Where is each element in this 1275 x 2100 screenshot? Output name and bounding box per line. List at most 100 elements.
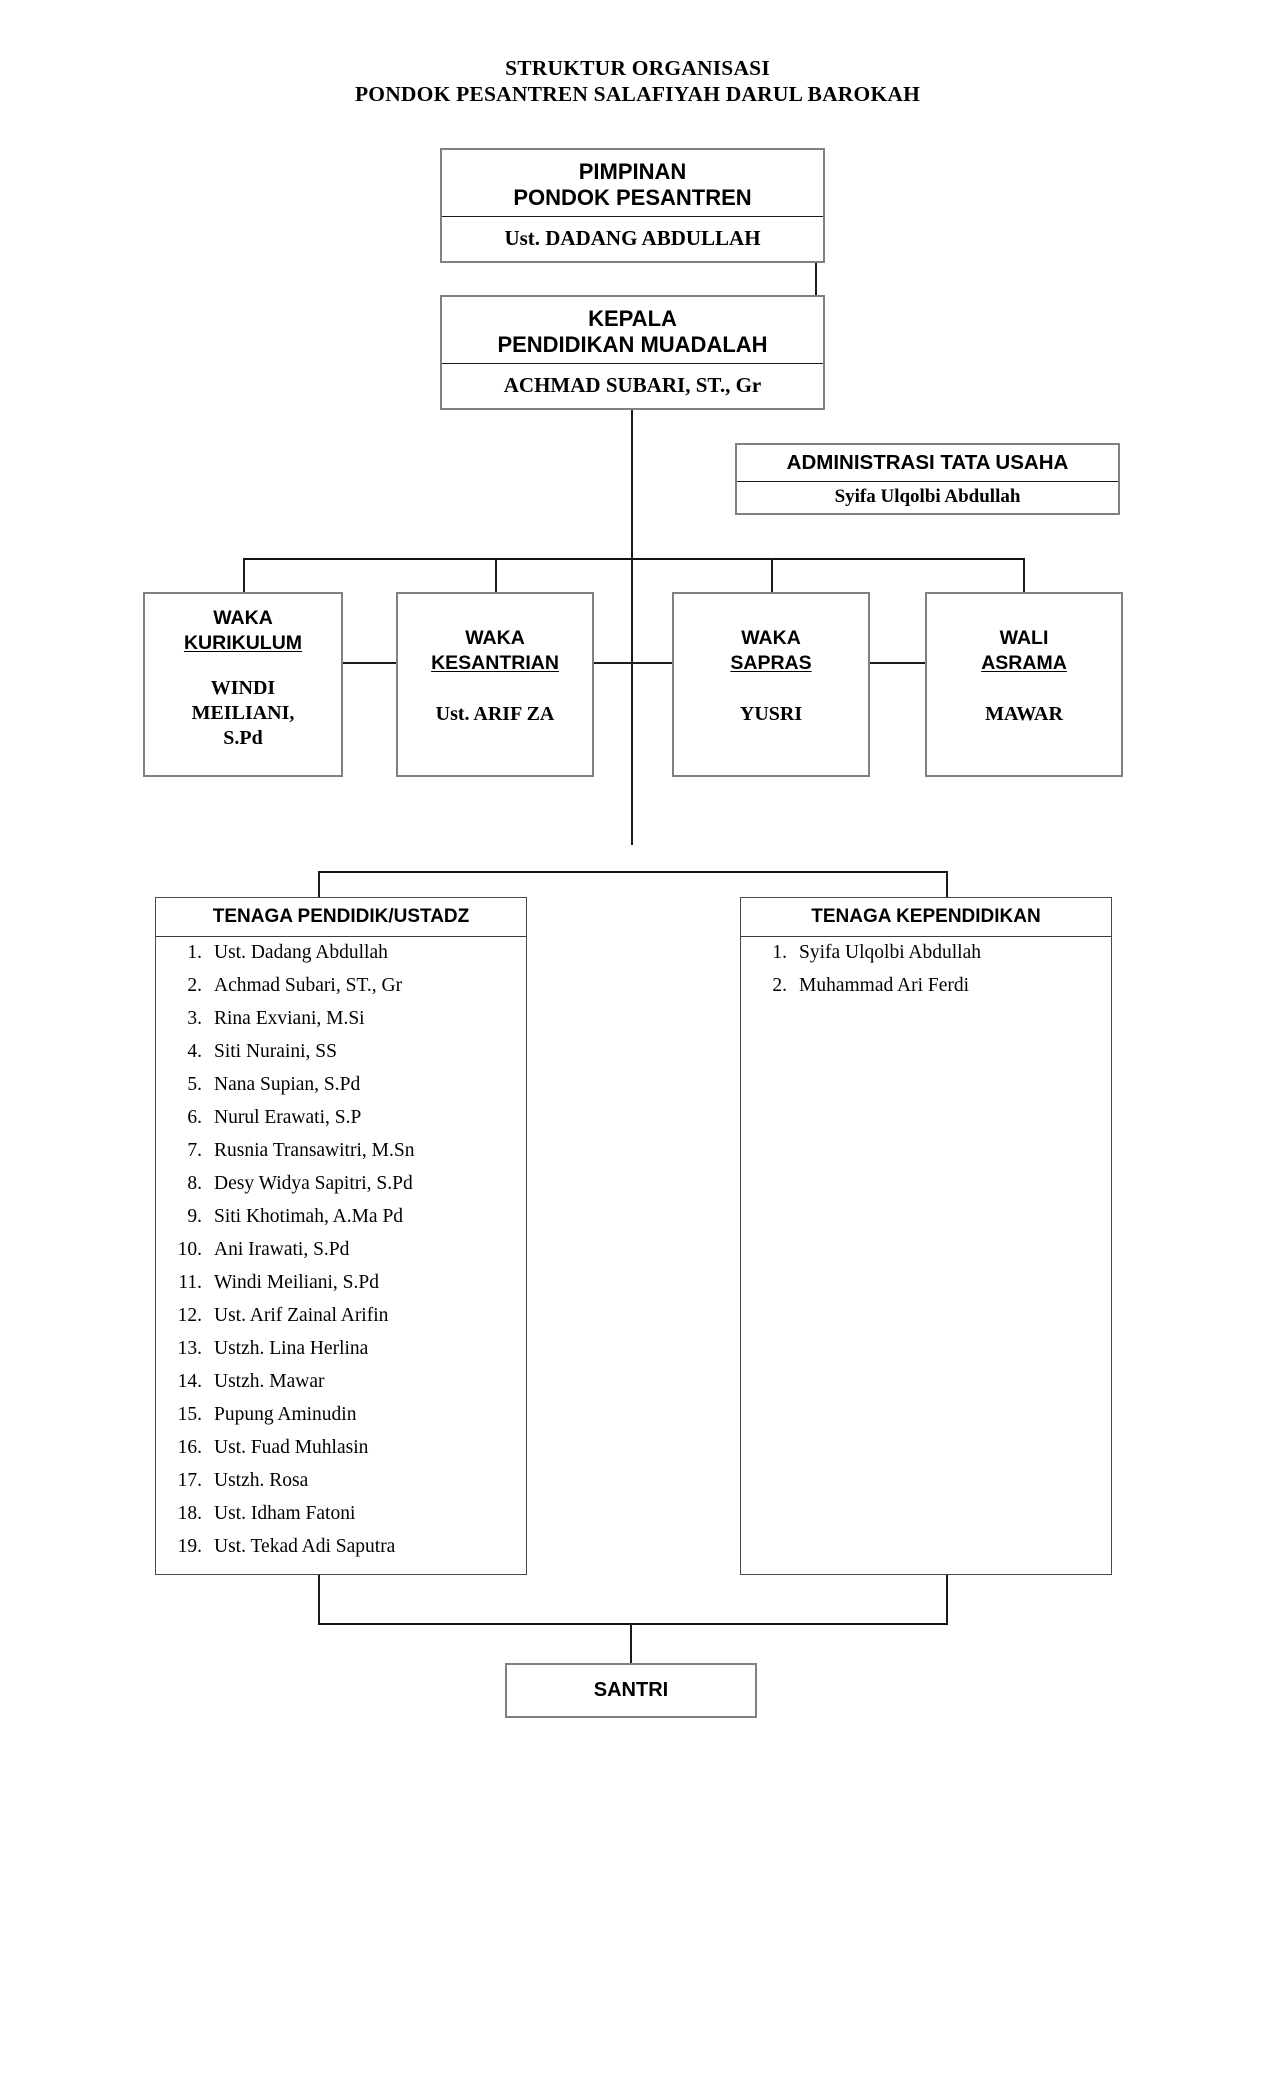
node-wali-asrama-person: MAWAR — [985, 702, 1063, 727]
node-waka-kesantrian-role: WAKA KESANTRIAN — [431, 626, 559, 676]
node-pimpinan-person: Ust. DADANG ABDULLAH — [442, 216, 823, 261]
page-title: STRUKTUR ORGANISASI PONDOK PESANTREN SAL… — [0, 55, 1275, 107]
connector-waka-bar — [243, 558, 1025, 561]
connector-panels-bar — [318, 871, 948, 874]
connector-kependidikan-drop — [946, 871, 949, 899]
list-item: 18. Ust. Idham Fatoni — [156, 1504, 526, 1537]
list-item-number: 9. — [187, 1206, 202, 1227]
node-waka-sapras-person: YUSRI — [740, 702, 802, 727]
node-waka-kurikulum[interactable]: WAKA KURIKULUM WINDI MEILIANI, S.Pd — [143, 592, 343, 777]
list-item-name: Desy Widya Sapitri, S.Pd — [214, 1173, 413, 1194]
list-item-name: Muhammad Ari Ferdi — [799, 975, 970, 996]
list-item: 7. Rusnia Transawitri, M.Sn — [156, 1141, 526, 1174]
list-item-number: 7. — [187, 1140, 202, 1161]
list-item-name: Rina Exviani, M.Si — [214, 1008, 365, 1029]
list-item-number: 8. — [187, 1173, 202, 1194]
node-waka-kurikulum-person-line2: MEILIANI, — [191, 701, 295, 724]
node-wali-asrama-role: WALI ASRAMA — [981, 626, 1067, 676]
list-item-name: Windi Meiliani, S.Pd — [214, 1272, 379, 1293]
list-item-number: 1. — [772, 942, 787, 963]
node-waka-sapras-role-line2: SAPRAS — [730, 651, 812, 674]
list-item-name: Ust. Arif Zainal Arifin — [214, 1305, 389, 1326]
node-santri[interactable]: SANTRI — [505, 1663, 757, 1718]
node-pimpinan-role-line2: PONDOK PESANTREN — [513, 185, 752, 210]
list-item: 19. Ust. Tekad Adi Saputra — [156, 1537, 526, 1570]
list-item-number: 18. — [177, 1503, 202, 1524]
node-santri-label: SANTRI — [593, 1679, 669, 1701]
list-item-name: Achmad Subari, ST., Gr — [214, 975, 403, 996]
node-waka-sapras-role: WAKA SAPRAS — [730, 626, 811, 676]
list-item-number: 2. — [187, 975, 202, 996]
list-item: 8. Desy Widya Sapitri, S.Pd — [156, 1174, 526, 1207]
node-administrasi-tata-usaha[interactable]: ADMINISTRASI TATA USAHA Syifa Ulqolbi Ab… — [735, 443, 1120, 515]
node-administrasi-person: Syifa Ulqolbi Abdullah — [737, 481, 1118, 513]
list-item-number: 14. — [177, 1371, 202, 1392]
list-item: 2. Achmad Subari, ST., Gr — [156, 976, 526, 1009]
connector-waka-kesantrian-drop — [495, 558, 498, 594]
list-item: 1. Syifa Ulqolbi Abdullah — [741, 943, 1111, 976]
connector-waka-sapras-drop — [771, 558, 774, 594]
node-wali-asrama[interactable]: WALI ASRAMA MAWAR — [925, 592, 1123, 777]
node-waka-kesantrian-role-line1: WAKA — [465, 627, 525, 649]
list-item-name: Siti Khotimah, A.Ma Pd — [214, 1206, 404, 1227]
list-item-name: Rusnia Transawitri, M.Sn — [214, 1140, 415, 1161]
node-wali-asrama-role-line2: ASRAMA — [981, 651, 1067, 674]
node-wali-asrama-person-line1: MAWAR — [985, 702, 1063, 725]
panel-tenaga-kependidikan-header: TENAGA KEPENDIDIKAN — [741, 898, 1111, 937]
list-item: 3. Rina Exviani, M.Si — [156, 1009, 526, 1042]
list-item-number: 5. — [187, 1074, 202, 1095]
node-waka-sapras-person-line1: YUSRI — [739, 702, 803, 725]
node-pimpinan-role: PIMPINAN PONDOK PESANTREN — [442, 150, 823, 216]
list-item-number: 19. — [177, 1536, 202, 1557]
node-kepala-pendidikan[interactable]: KEPALA PENDIDIKAN MUADALAH ACHMAD SUBARI… — [440, 295, 825, 410]
list-item-number: 12. — [177, 1305, 202, 1326]
node-kepala-role: KEPALA PENDIDIKAN MUADALAH — [442, 297, 823, 363]
list-item: 4. Siti Nuraini, SS — [156, 1042, 526, 1075]
node-waka-kesantrian[interactable]: WAKA KESANTRIAN Ust. ARIF ZA — [396, 592, 594, 777]
panel-tenaga-pendidik-header: TENAGA PENDIDIK/USTADZ — [156, 898, 526, 937]
connector-pimpinan-kepala — [815, 263, 818, 297]
list-item-name: Ustzh. Lina Herlina — [214, 1338, 369, 1359]
list-item-name: Syifa Ulqolbi Abdullah — [799, 942, 981, 963]
node-kepala-role-line2: PENDIDIKAN MUADALAH — [497, 332, 768, 357]
list-item-number: 17. — [177, 1470, 202, 1491]
connector-santri-drop — [630, 1623, 633, 1665]
connector-waka-kurikulum-drop — [243, 558, 246, 594]
list-item: 14.Ustzh. Mawar — [156, 1372, 526, 1405]
list-item-number: 15. — [177, 1404, 202, 1425]
node-waka-kurikulum-person-line3: S.Pd — [223, 726, 263, 749]
list-item: 16.Ust. Fuad Muhlasin — [156, 1438, 526, 1471]
node-wali-asrama-role-line1: WALI — [999, 627, 1049, 649]
list-item: 9. Siti Khotimah, A.Ma Pd — [156, 1207, 526, 1240]
panel-tenaga-pendidik[interactable]: TENAGA PENDIDIK/USTADZ 1.Ust. Dadang Abd… — [155, 897, 527, 1575]
title-line-2: PONDOK PESANTREN SALAFIYAH DARUL BAROKAH — [354, 82, 921, 107]
list-item-number: 10. — [177, 1239, 202, 1260]
list-item-name: Ust. Tekad Adi Saputra — [214, 1536, 396, 1557]
list-item: 1.Ust. Dadang Abdullah — [156, 943, 526, 976]
node-waka-kesantrian-person-line1: Ust. ARIF ZA — [435, 702, 555, 725]
list-item-name: Ust. Idham Fatoni — [214, 1503, 356, 1524]
list-item-number: 2. — [772, 975, 787, 996]
node-pimpinan[interactable]: PIMPINAN PONDOK PESANTREN Ust. DADANG AB… — [440, 148, 825, 263]
panel-tenaga-kependidikan-list: 1. Syifa Ulqolbi Abdullah 2. Muhammad Ari F… — [741, 937, 1111, 1009]
list-item-number: 11. — [178, 1272, 202, 1293]
connector-sapras-asrama — [868, 662, 927, 665]
list-item-number: 1. — [187, 942, 202, 963]
node-waka-sapras[interactable]: WAKA SAPRAS YUSRI — [672, 592, 870, 777]
node-pimpinan-role-line1: PIMPINAN — [578, 158, 687, 184]
list-item: 17.Ustzh. Rosa — [156, 1471, 526, 1504]
list-item-number: 4. — [187, 1041, 202, 1062]
node-waka-kurikulum-person: WINDI MEILIANI, S.Pd — [192, 676, 295, 750]
node-waka-kurikulum-role: WAKA KURIKULUM — [184, 606, 302, 656]
panel-tenaga-kependidikan[interactable]: TENAGA KEPENDIDIKAN 1. Syifa Ulqolbi Abdu… — [740, 897, 1112, 1575]
list-item: 2. Muhammad Ari Ferdi — [741, 976, 1111, 1009]
list-item: 11. Windi Meiliani, S.Pd — [156, 1273, 526, 1306]
list-item-number: 3. — [187, 1008, 202, 1029]
connector-kepala-trunk — [631, 410, 634, 845]
list-item-name: Siti Nuraini, SS — [214, 1041, 337, 1062]
list-item-name: Nana Supian, S.Pd — [214, 1074, 361, 1095]
node-waka-kurikulum-person-line1: WINDI — [210, 676, 276, 699]
node-kepala-role-line1: KEPALA — [588, 305, 677, 331]
